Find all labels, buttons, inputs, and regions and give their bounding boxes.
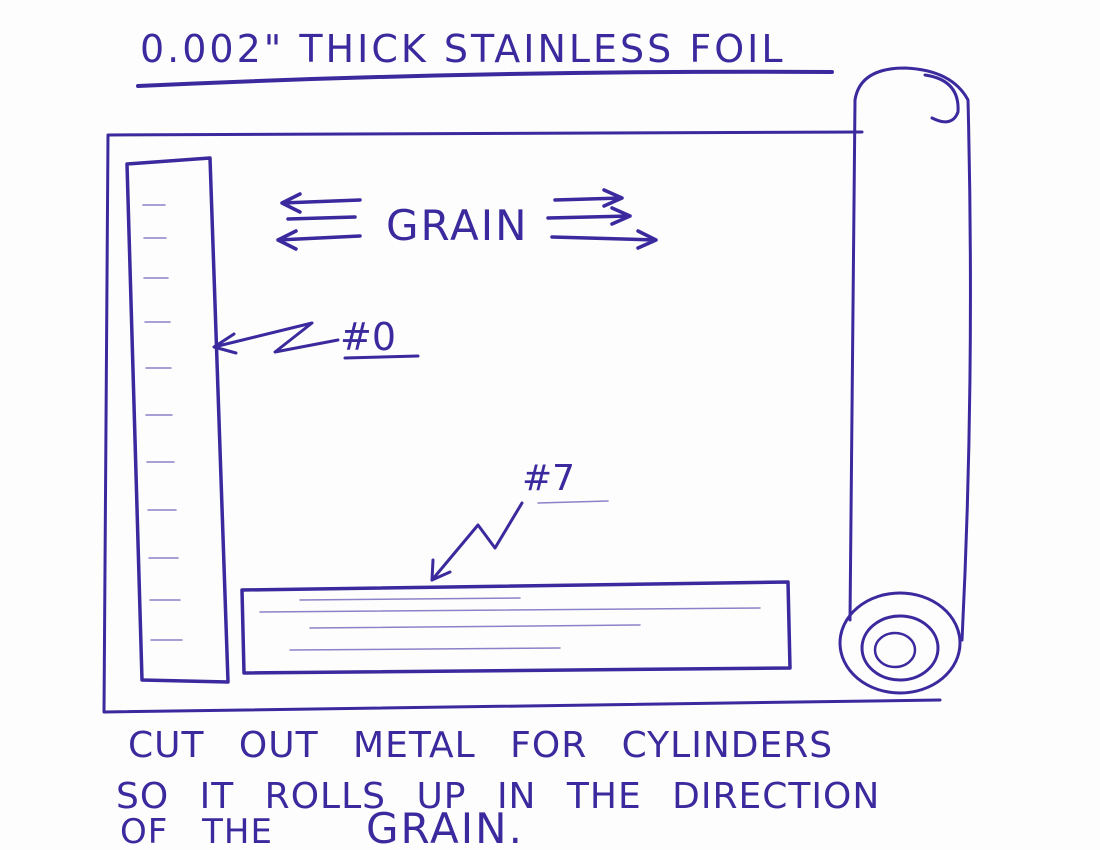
roll-end-core bbox=[873, 631, 917, 669]
roll-inner-edge bbox=[848, 98, 857, 622]
title-text: 0.002" THICK STAINLESS FOIL bbox=[140, 27, 786, 71]
strip-7 bbox=[240, 580, 792, 675]
strip-0-outline bbox=[125, 156, 230, 684]
strip-7-outline bbox=[240, 580, 792, 675]
grain-right-arrows-icon bbox=[546, 188, 658, 250]
caption: CUT OUT METAL FOR CYLINDERS SO IT ROLLS … bbox=[116, 725, 880, 850]
strip-0-leader-arrow-icon bbox=[212, 321, 340, 355]
foil-roll bbox=[838, 66, 972, 695]
grain-label: GRAIN bbox=[386, 201, 529, 250]
strip-7-grain-lines bbox=[259, 597, 761, 651]
roll-end-middle bbox=[860, 614, 940, 682]
strip-7-label: #7 bbox=[522, 458, 575, 499]
grain-left-arrows-icon bbox=[276, 192, 362, 251]
strip-0-label: #0 bbox=[340, 315, 396, 359]
title-underline bbox=[136, 69, 834, 88]
caption-line-3: OF THE bbox=[120, 812, 273, 850]
strip-0-label-underline bbox=[343, 354, 420, 360]
caption-line-1: CUT OUT METAL FOR CYLINDERS bbox=[128, 725, 833, 766]
strip-7-callout: #7 bbox=[430, 458, 609, 582]
roll-outer-edge bbox=[853, 66, 972, 642]
grain-indicator: GRAIN bbox=[276, 188, 658, 251]
strip-7-leader-arrow-icon bbox=[430, 501, 524, 582]
strip-0-callout: #0 bbox=[212, 315, 420, 360]
roll-top-curl bbox=[923, 73, 960, 124]
caption-line-2: SO IT ROLLS UP IN THE DIRECTION bbox=[116, 776, 880, 817]
roll-end-outer bbox=[838, 591, 962, 695]
caption-line-3-emphasis: GRAIN. bbox=[366, 804, 524, 850]
strip-7-label-underline bbox=[537, 500, 609, 504]
foil-sheet-outline bbox=[102, 130, 942, 714]
strip-0-grain-ticks bbox=[142, 204, 183, 641]
strip-0 bbox=[125, 156, 230, 684]
